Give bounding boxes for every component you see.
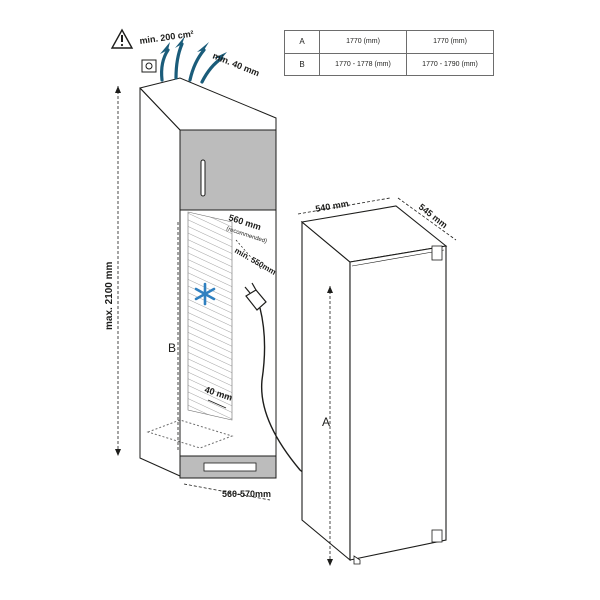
vent-icon [141,59,157,73]
appliance-width-label: 540 mm [315,198,350,214]
appliance-depth-line [397,197,457,241]
table-key-cell: B [284,52,320,76]
door-handle [200,159,206,197]
warning-triangle-icon [110,28,134,49]
plug-icon [244,282,267,311]
niche-width-line [183,483,271,501]
appliance-a-key: A [322,415,330,429]
fridge-appliance [300,205,448,562]
appliance-height-arrows [327,286,333,566]
door-top-edge [351,249,445,267]
niche-width-label: 560-570mm [222,489,271,499]
freezer-star-icon [194,282,216,306]
ventilation-label: min. 200 cm² [139,28,194,45]
vent-grille [203,462,257,472]
ventilation-arrows [160,42,224,84]
top-gap-label: min. 40 mm [211,51,261,79]
upper-door-panel [179,129,277,211]
table-cell: 1770 - 1790 (mm) [406,52,494,76]
table-row: B 1770 - 1778 (mm) 1770 - 1790 (mm) [284,52,494,76]
niche-min-depth-label: min. 550mm [233,246,278,277]
min-depth-line [235,239,263,271]
back-gap-line [207,399,227,409]
top-hinge [431,245,443,261]
niche-side-wall [187,211,233,421]
niche-height-label: max. 2100 mm [104,262,115,330]
niche-height-arrows [115,86,121,456]
dimension-table: A 1770 (mm) 1770 (mm) B 1770 - 1778 (mm)… [284,30,494,76]
appliance-width-line [297,197,391,215]
bottom-hinge [431,529,443,543]
niche-b-key: B [168,341,176,355]
ventilation-arrowheads [160,36,227,58]
table-row: A 1770 (mm) 1770 (mm) [284,30,494,54]
niche-cabinet [139,77,277,479]
foot [353,555,361,565]
